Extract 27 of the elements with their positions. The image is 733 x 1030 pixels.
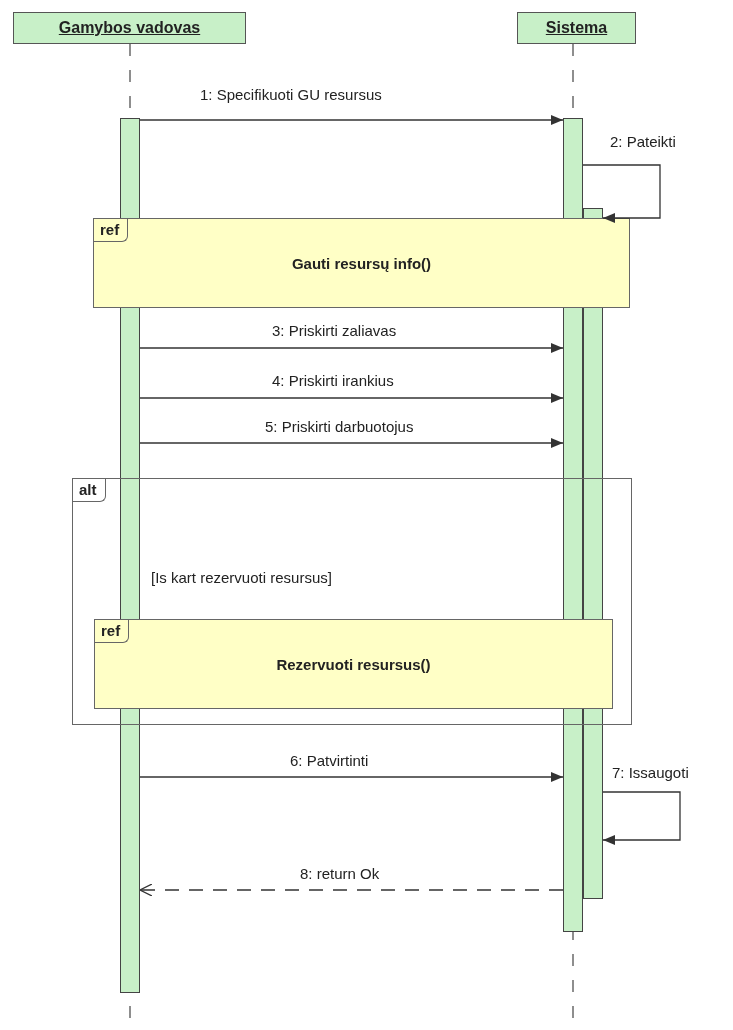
message-label: 4: Priskirti irankius	[272, 372, 394, 389]
message-label: 2: Pateikti	[610, 133, 676, 150]
fragment-operator-label: ref	[95, 620, 130, 643]
message-label: 5: Priskirti darbuotojus	[265, 418, 414, 435]
message-arrow	[139, 772, 564, 782]
return-arrow	[139, 883, 564, 897]
message-label: 7: Issaugoti	[612, 764, 689, 781]
combined-fragment-frame	[72, 478, 632, 725]
reference-frame	[93, 218, 630, 308]
message-arrow	[139, 343, 564, 353]
self-message-arrow	[582, 164, 661, 223]
message-label: 6: Patvirtinti	[290, 752, 369, 769]
message-label: 1: Specifikuoti GU resursus	[200, 86, 382, 103]
message-label: 3: Priskirti zaliavas	[272, 322, 397, 339]
guard-condition: [Is kart rezervuoti resursus]	[151, 569, 332, 586]
message-arrow	[139, 115, 564, 125]
participant-header: Gamybos vadovas	[13, 12, 246, 44]
message-arrow	[139, 393, 564, 403]
reference-title: Gauti resursų info()	[290, 255, 433, 272]
self-message-arrow	[602, 791, 681, 845]
participant-header: Sistema	[517, 12, 636, 44]
message-arrow	[139, 438, 564, 448]
reference-title: Rezervuoti resursus()	[275, 656, 432, 673]
reference-frame	[94, 619, 613, 709]
message-label: 8: return Ok	[300, 865, 380, 882]
fragment-operator-label: alt	[73, 479, 106, 502]
fragment-operator-label: ref	[94, 219, 129, 242]
